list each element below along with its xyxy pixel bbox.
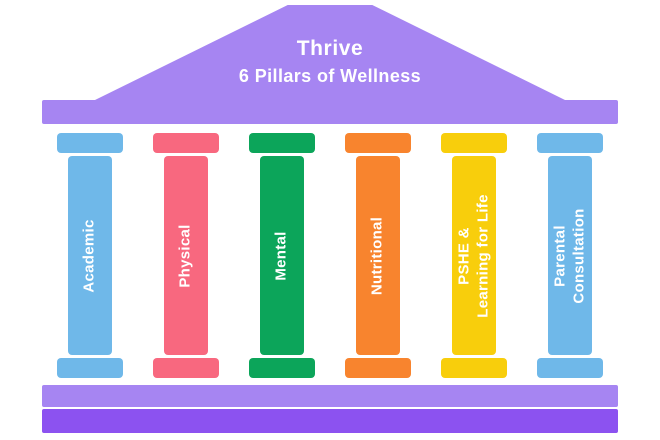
pillar-shaft: Mental <box>260 156 304 355</box>
pillar-label: Parental Consultation <box>551 207 587 304</box>
pillar-capital <box>249 133 315 153</box>
pillar-capital <box>441 133 507 153</box>
pillar-academic: Academic <box>42 133 138 378</box>
pillar-physical: Physical <box>138 133 234 378</box>
bottom-beam <box>42 385 618 407</box>
pillar-label: Nutritional <box>368 216 386 295</box>
pillar-base <box>537 358 603 378</box>
pillar-mental: Mental <box>234 133 330 378</box>
pillar-capital <box>153 133 219 153</box>
pillar-capital <box>345 133 411 153</box>
pillar-capital <box>57 133 123 153</box>
pillars-row: Academic Physical Mental Nutritional <box>42 133 618 378</box>
pillar-base <box>57 358 123 378</box>
pillar-base <box>441 358 507 378</box>
foundation-strip <box>42 409 618 433</box>
pillar-base <box>153 358 219 378</box>
pillar-parental-consultation: Parental Consultation <box>522 133 618 378</box>
pillar-label: Mental <box>272 230 290 281</box>
pillar-shaft: Academic <box>68 156 112 355</box>
diagram-title: Thrive <box>296 37 364 60</box>
diagram-subtitle: 6 Pillars of Wellness <box>238 66 422 86</box>
pillar-shaft: Nutritional <box>356 156 400 355</box>
pillar-label: PSHE & Learning for Life <box>455 193 491 318</box>
pillar-base <box>345 358 411 378</box>
pediment: Thrive 6 Pillars of Wellness <box>95 5 565 100</box>
pillar-nutritional: Nutritional <box>330 133 426 378</box>
pillar-label: Academic <box>80 218 98 293</box>
pillar-shaft: PSHE & Learning for Life <box>452 156 496 355</box>
top-beam <box>42 100 618 124</box>
pillar-base <box>249 358 315 378</box>
pillar-shaft: Parental Consultation <box>548 156 592 355</box>
pillar-capital <box>537 133 603 153</box>
pillar-pshe-learning-for-life: PSHE & Learning for Life <box>426 133 522 378</box>
pillar-label: Physical <box>176 223 194 288</box>
pillar-shaft: Physical <box>164 156 208 355</box>
